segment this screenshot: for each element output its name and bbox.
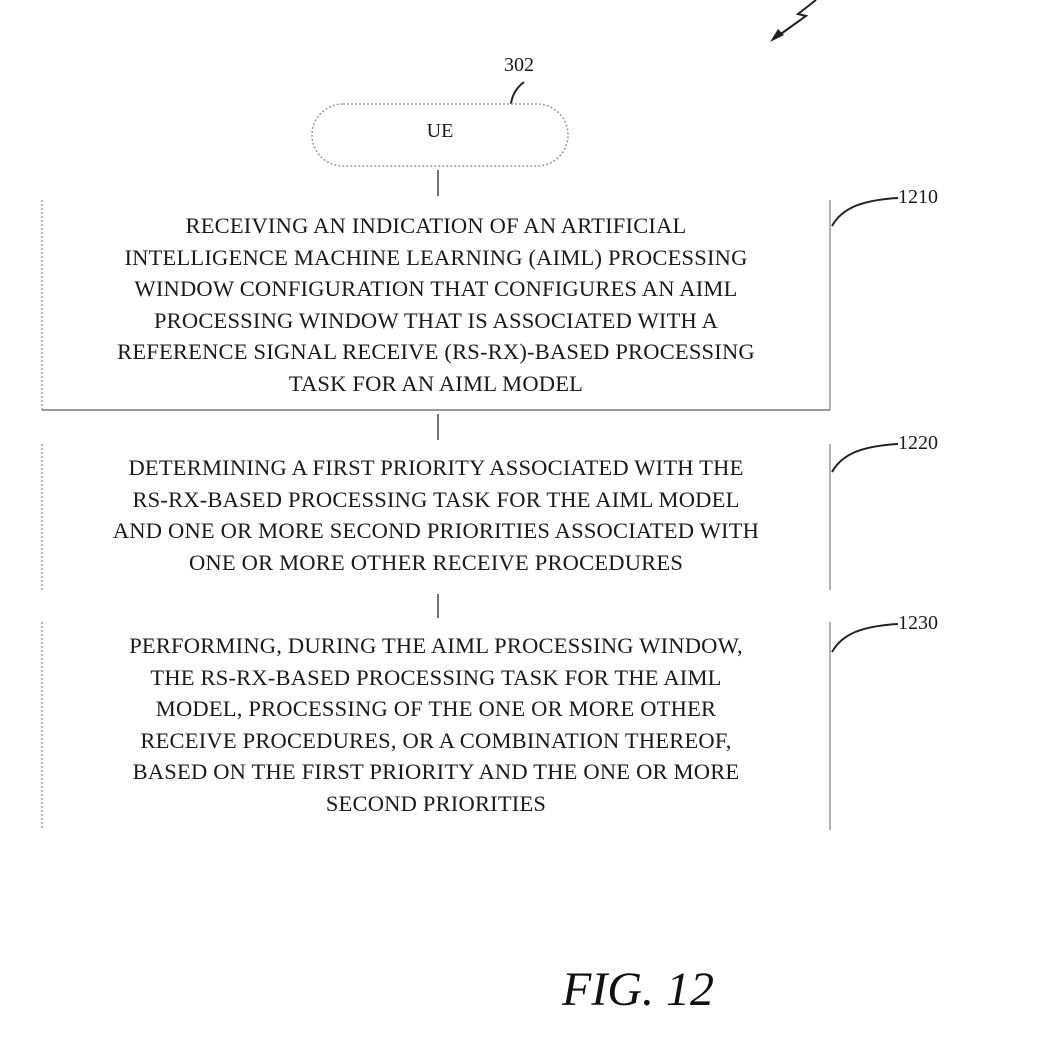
step-ref-1220: 1220 bbox=[898, 432, 938, 455]
ref-leader-1230 bbox=[832, 624, 898, 652]
ref-leader-1220 bbox=[832, 444, 898, 472]
step-1230-line: RECEIVE PROCEDURES, OR A COMBINATION THE… bbox=[46, 725, 826, 757]
zigzag-arrow-icon bbox=[770, 0, 816, 42]
step-1220-line: RS-RX-BASED PROCESSING TASK FOR THE AIML… bbox=[46, 484, 826, 516]
step-1210-line: REFERENCE SIGNAL RECEIVE (RS-RX)-BASED P… bbox=[46, 336, 826, 368]
step-1230-line: THE RS-RX-BASED PROCESSING TASK FOR THE … bbox=[46, 662, 826, 694]
step-1230-line: MODEL, PROCESSING OF THE ONE OR MORE OTH… bbox=[46, 693, 826, 725]
ue-ref-number: 302 bbox=[504, 54, 534, 77]
step-1210-line: WINDOW CONFIGURATION THAT CONFIGURES AN … bbox=[46, 273, 826, 305]
step-ref-1210: 1210 bbox=[898, 186, 938, 209]
step-1230-line: SECOND PRIORITIES bbox=[46, 788, 826, 820]
step-1210-line: TASK FOR AN AIML MODEL bbox=[46, 368, 826, 400]
step-1210-line: PROCESSING WINDOW THAT IS ASSOCIATED WIT… bbox=[46, 305, 826, 337]
ue-label: UE bbox=[312, 120, 568, 143]
step-text-1220: DETERMINING A FIRST PRIORITY ASSOCIATED … bbox=[46, 452, 826, 578]
step-1230-line: BASED ON THE FIRST PRIORITY AND THE ONE … bbox=[46, 756, 826, 788]
step-1220-line: AND ONE OR MORE SECOND PRIORITIES ASSOCI… bbox=[46, 515, 826, 547]
step-1220-line: ONE OR MORE OTHER RECEIVE PROCEDURES bbox=[46, 547, 826, 579]
step-1230-line: PERFORMING, DURING THE AIML PROCESSING W… bbox=[46, 630, 826, 662]
step-ref-1230: 1230 bbox=[898, 612, 938, 635]
step-text-1210: RECEIVING AN INDICATION OF AN ARTIFICIAL… bbox=[46, 210, 826, 400]
figure-label: FIG. 12 bbox=[562, 962, 714, 1017]
ue-ref-leader bbox=[511, 82, 524, 104]
step-text-1230: PERFORMING, DURING THE AIML PROCESSING W… bbox=[46, 630, 826, 820]
step-1210-line: RECEIVING AN INDICATION OF AN ARTIFICIAL bbox=[46, 210, 826, 242]
ref-leader-1210 bbox=[832, 198, 898, 226]
step-1210-line: INTELLIGENCE MACHINE LEARNING (AIML) PRO… bbox=[46, 242, 826, 274]
step-1220-line: DETERMINING A FIRST PRIORITY ASSOCIATED … bbox=[46, 452, 826, 484]
